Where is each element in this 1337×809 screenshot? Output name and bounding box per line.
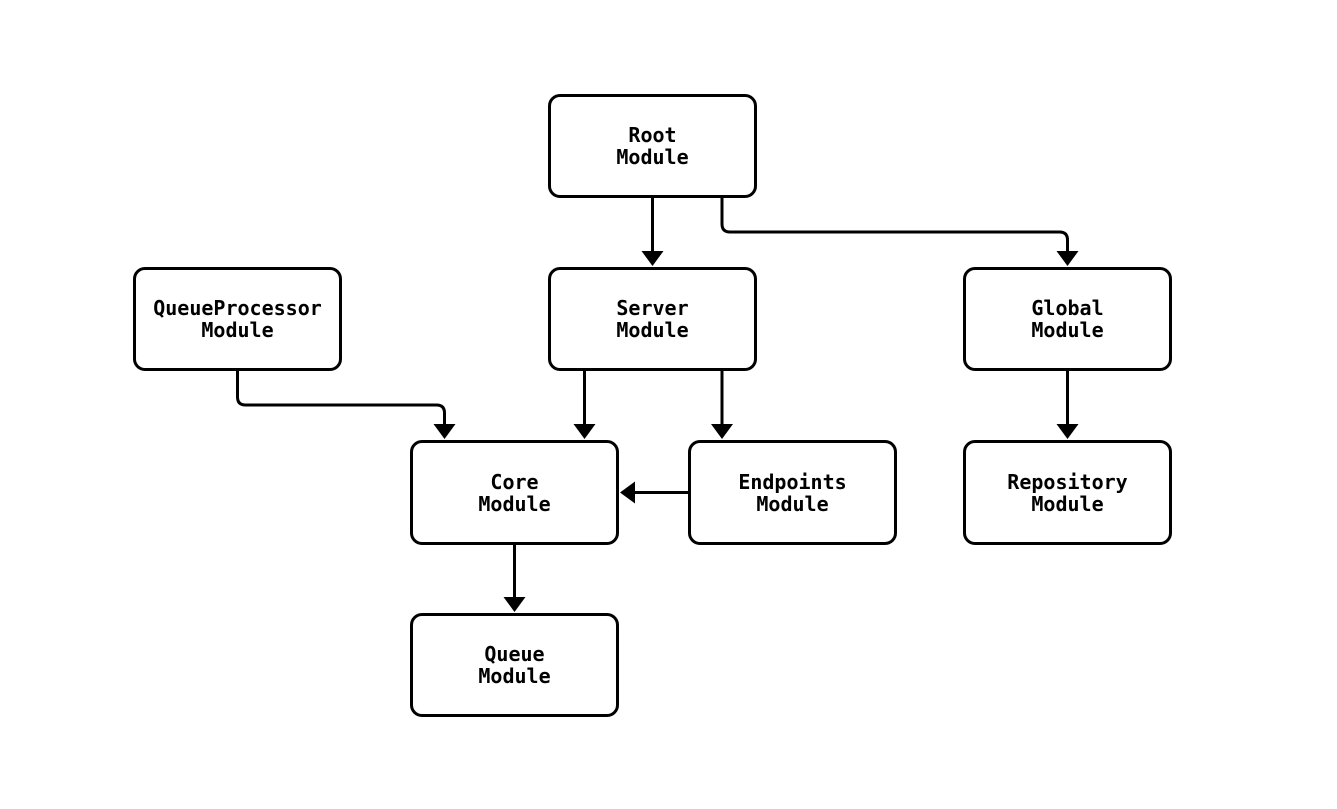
node-root-module: Root Module — [548, 94, 757, 198]
node-root-module-label: Root Module — [616, 123, 689, 169]
node-repository-module-label: Repository Module — [1007, 469, 1128, 516]
arrowhead-global-to-repository — [1056, 424, 1079, 439]
arrowhead-root-to-server — [641, 251, 664, 266]
node-repository-module: Repository Module — [963, 440, 1172, 545]
arrowhead-endpoints-to-core — [620, 481, 635, 504]
node-queueprocessor-module: QueueProcessor Module — [133, 267, 342, 371]
arrowhead-server-to-endpoints — [711, 424, 733, 439]
node-global-module-label: Global Module — [1031, 296, 1104, 342]
edge-root-to-global — [720, 198, 1069, 252]
node-endpoints-module-label: Endpoints Module — [738, 469, 847, 516]
arrowhead-queueprocessor-to-core — [433, 424, 456, 439]
node-queue-module: Queue Module — [410, 613, 619, 717]
node-endpoints-module: Endpoints Module — [688, 440, 897, 545]
node-queue-module-label: Queue Module — [478, 642, 551, 688]
node-core-module: Core Module — [410, 440, 619, 545]
node-server-module: Server Module — [548, 267, 757, 371]
node-global-module: Global Module — [963, 267, 1172, 371]
arrowhead-root-to-global — [1056, 251, 1079, 266]
node-server-module-label: Server Module — [616, 296, 689, 342]
node-queueprocessor-module-label: QueueProcessor Module — [153, 296, 322, 342]
node-core-module-label: Core Module — [478, 469, 551, 516]
edge-queueprocessor-to-core — [236, 371, 446, 425]
arrowhead-server-to-core — [573, 424, 596, 439]
arrowhead-core-to-queue — [503, 597, 526, 612]
